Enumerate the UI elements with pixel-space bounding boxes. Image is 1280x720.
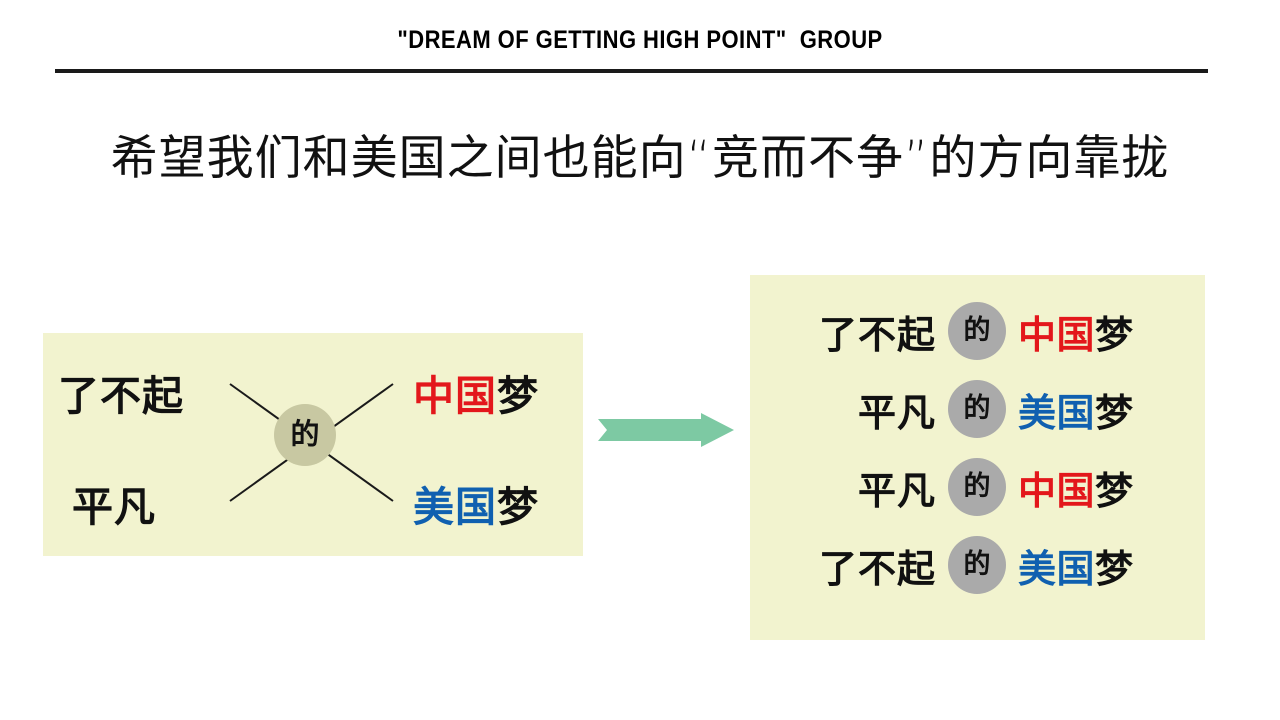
left-modifier-great: 了不起	[58, 372, 184, 420]
dream-label: 梦	[497, 372, 539, 420]
connector-label: 的	[963, 471, 991, 502]
row-connector-circle: 的	[948, 458, 1006, 516]
row-target: 美国梦	[1006, 538, 1134, 593]
left-connector-circle: 的	[274, 404, 336, 466]
row-modifier: 平凡	[857, 468, 936, 513]
left-target-china-dream: 中国梦	[413, 362, 539, 422]
title-divider	[55, 69, 1208, 73]
table-row: 了不起 的 中国梦	[750, 292, 1205, 370]
america-label: 美国	[413, 483, 497, 531]
row-target: 中国梦	[1006, 304, 1134, 359]
headline-text: 希望我们和美国之间也能向“竞而不争”的方向靠拢	[110, 131, 1170, 186]
connector-label: 的	[963, 393, 991, 424]
table-row: 平凡 的 美国梦	[750, 370, 1205, 448]
left-modifier-ordinary: 平凡	[72, 483, 156, 531]
america-label: 美国	[1018, 546, 1096, 591]
dream-label: 梦	[1095, 468, 1134, 513]
row-target: 美国梦	[1006, 382, 1134, 437]
row-modifier: 了不起	[818, 546, 936, 591]
dream-label: 梦	[1095, 312, 1134, 357]
china-label: 中国	[1018, 312, 1096, 357]
connector-label: 的	[963, 549, 991, 580]
connector-label: 的	[290, 417, 320, 451]
row-modifier: 平凡	[857, 390, 936, 435]
row-modifier: 了不起	[818, 312, 936, 357]
right-arrow-icon	[598, 413, 734, 447]
table-row: 平凡 的 中国梦	[750, 448, 1205, 526]
dream-label: 梦	[497, 483, 539, 531]
dream-label: 梦	[1095, 390, 1134, 435]
left-target-america-dream: 美国梦	[413, 473, 539, 533]
table-row: 了不起 的 美国梦	[750, 526, 1205, 604]
row-target: 中国梦	[1006, 460, 1134, 515]
china-label: 中国	[413, 372, 497, 420]
row-connector-circle: 的	[948, 380, 1006, 438]
america-label: 美国	[1018, 390, 1096, 435]
connector-label: 的	[963, 315, 991, 346]
row-connector-circle: 的	[948, 536, 1006, 594]
row-connector-circle: 的	[948, 302, 1006, 360]
china-label: 中国	[1018, 468, 1096, 513]
page-title: "DREAM OF GETTING HIGH POINT" GROUP	[397, 26, 883, 54]
dream-label: 梦	[1095, 546, 1134, 591]
